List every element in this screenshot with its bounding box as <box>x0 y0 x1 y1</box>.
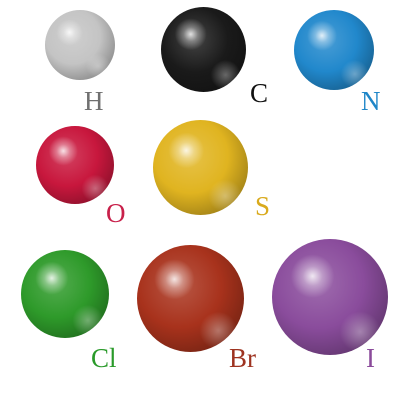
atom-label-sulfur: S <box>255 191 271 221</box>
atom-label-hydrogen: H <box>84 86 104 116</box>
atom-sphere-hydrogen <box>45 10 115 80</box>
atom-sphere-nitrogen <box>294 10 374 90</box>
atom-label-iodine: I <box>366 343 375 373</box>
atom-label-nitrogen: N <box>361 86 381 116</box>
atom-sphere-carbon <box>161 7 246 92</box>
atom-label-carbon: C <box>250 78 269 108</box>
atom-sphere-oxygen <box>36 126 114 204</box>
atom-sphere-iodine <box>272 239 388 355</box>
atom-label-chlorine: Cl <box>91 343 117 373</box>
atom-sphere-sulfur <box>153 120 248 215</box>
atom-label-oxygen: O <box>106 198 126 228</box>
atom-label-bromine: Br <box>229 343 256 373</box>
atom-sphere-chlorine <box>21 250 109 338</box>
atom-sphere-bromine <box>137 245 244 352</box>
